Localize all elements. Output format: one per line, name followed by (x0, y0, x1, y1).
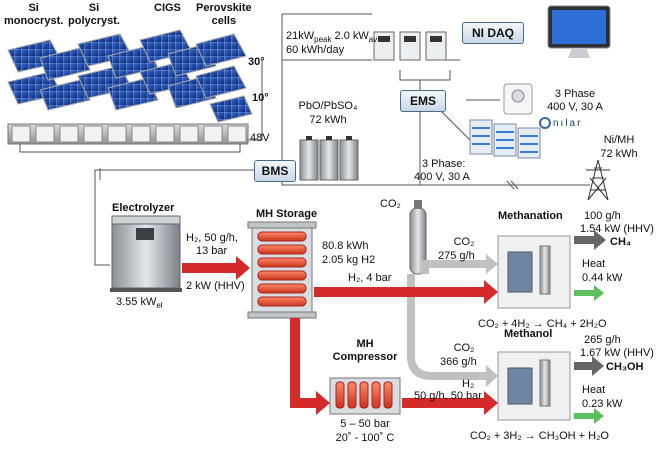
methanation-product: CH₄ (610, 236, 632, 248)
methanation-title: Methanation (498, 210, 563, 222)
methanation-co2-rate: 275 g/h (438, 250, 475, 262)
ems-inverters (373, 31, 447, 61)
bms-label: BMS (261, 164, 289, 178)
h2-arrow-compressor-methanol (402, 391, 498, 415)
mh-storage-energy: 80.8 kWh (322, 240, 369, 252)
nimh-chem: Ni/MH (603, 134, 635, 146)
lead-acid-battery (299, 136, 359, 181)
computer-monitor (547, 5, 611, 58)
bus-voltage-label: 48V (250, 132, 270, 144)
methanol-reactor (497, 351, 571, 421)
ch4-product-arrow (574, 230, 606, 250)
grid-top-line2: 400 V, 30 A (547, 101, 603, 113)
electrolyzer-title: Electrolyzer (112, 202, 175, 214)
co2-arrow-methanation (421, 254, 498, 274)
product-arrows (574, 230, 606, 424)
transmission-tower (586, 159, 610, 201)
nimh-capacity: 72 kWh (600, 148, 638, 160)
mh-compressor-unit (329, 377, 401, 415)
mh-storage-unit (247, 221, 317, 319)
methanol-h2-rate: 50 g/h, 50 bar (414, 390, 482, 402)
electrolyzer-unit (110, 215, 182, 292)
methanol-heat-arrow (574, 408, 604, 424)
pv-array-perovskite (195, 33, 253, 123)
pv-array-mono (7, 39, 91, 111)
lead-battery-capacity: 72 kWh (309, 114, 347, 126)
methanol-co2-rate: 366 g/h (440, 356, 477, 368)
ems-label: EMS (409, 94, 436, 108)
methanation-reaction: CO₂ + 4H₂ → CH₄ + 2H₂O (478, 318, 607, 330)
h2-flow-arrows (182, 256, 498, 415)
pv-type-cigs-label: CIGS (154, 2, 181, 14)
wire-nilar (439, 109, 471, 141)
methanation-out-power: 1.54 kW (HHV) (580, 223, 654, 235)
lead-battery-chem: PbO/PbSO₄ (298, 100, 358, 112)
pv-type-perovskite-label: Perovskite cells (196, 2, 252, 27)
wire-break (506, 180, 519, 190)
power-meter (503, 83, 533, 115)
methanation-heat-value: 0.44 kW (582, 272, 623, 284)
mh-storage-title: MH Storage (256, 208, 318, 220)
methanol-h2-label: H₂ (462, 378, 475, 390)
methanol-out-power: 1.67 kW (HHV) (580, 347, 654, 359)
methanol-product: CH₃OH (606, 361, 644, 373)
co2-cylinder (409, 200, 427, 275)
methanol-co2-label: CO₂ (453, 342, 475, 354)
mh-storage-mass: 2.05 kg H2 (322, 254, 376, 266)
grid-mid-line1: 3 Phase: (422, 158, 466, 170)
wiring (60, 13, 590, 266)
nilar-logo: nılar (553, 118, 583, 129)
ch3oh-product-arrow (574, 356, 604, 376)
grid-top-line1: 3 Phase (554, 88, 596, 100)
pv-type-mono-label: Si monocryst. (4, 2, 64, 27)
inverter-power-label: 21kWpeak 2.0 kWav (286, 30, 378, 45)
methanation-co2-label: CO₂ (453, 236, 475, 248)
pv-angle-low: 10° (252, 92, 269, 104)
h2-arrow-storage-methanation (314, 280, 498, 304)
mh-compressor-title-2: Compressor (332, 351, 398, 363)
mh-compressor-pressure: 5 – 50 bar (340, 418, 390, 430)
pv-inverters-row (7, 123, 249, 153)
electrolyzer-power-el: 3.55 kWel (116, 296, 163, 311)
h2-arrow-electrolyzer-storage (182, 256, 250, 280)
co2-arrow-methanol (407, 274, 498, 387)
mh-storage-h2-out: H₂, 4 bar (348, 272, 392, 284)
electrolyzer-h2-line2: 13 bar (196, 245, 228, 257)
co2-source-label: CO₂ (380, 198, 401, 210)
pv-type-poly-label: Si polycryst. (68, 2, 120, 27)
methanol-out-rate: 265 g/h (584, 334, 621, 346)
wire-bms-electrolyzer (94, 169, 254, 266)
methanol-title: Methanol (504, 328, 553, 340)
electrolyzer-hhv: 2 kW (HHV) (186, 280, 245, 292)
electrolyzer-h2-line1: H₂, 50 g/h, (186, 232, 238, 244)
pv-array-poly (77, 33, 159, 111)
nimh-battery (469, 117, 551, 159)
grid-mid-line2: 400 V, 30 A (414, 171, 470, 183)
pv-angle-high: 30° (248, 56, 265, 68)
ni-daq-box: NI DAQ (462, 22, 524, 44)
mh-compressor-temperature: 20˚ - 100˚ C (335, 432, 395, 444)
ems-box: EMS (400, 90, 446, 112)
h2-arrow-storage-compressor (290, 318, 330, 415)
methanation-reactor (497, 235, 571, 309)
methanation-heat-arrow (574, 285, 604, 301)
methanol-heat-label: Heat (582, 384, 606, 396)
methanol-heat-value: 0.23 kW (582, 398, 623, 410)
methanol-reaction: CO₂ + 3H₂ → CH₃OH + H₂O (470, 430, 609, 442)
wire-inv-ems (399, 70, 451, 81)
methanation-heat-label: Heat (582, 258, 606, 270)
methanation-out-rate: 100 g/h (584, 210, 621, 222)
co2-flow-arrows (407, 254, 498, 387)
inverter-energy-label: 60 kWh/day (286, 44, 345, 56)
pv-arrays (7, 29, 253, 123)
ni-daq-label: NI DAQ (472, 26, 514, 40)
bms-box: BMS (254, 160, 296, 182)
mh-compressor-title-1: MH (356, 338, 374, 350)
